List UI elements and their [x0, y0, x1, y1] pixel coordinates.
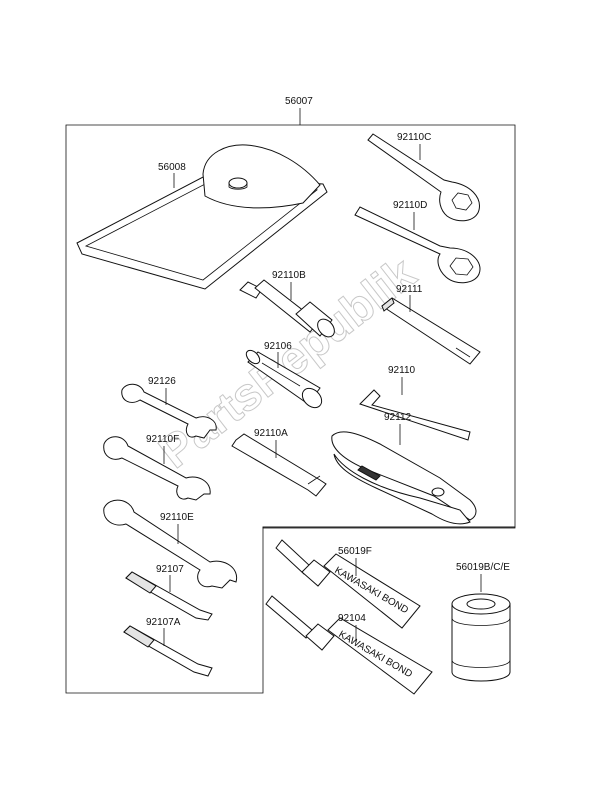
bar-92111 [381, 297, 481, 365]
callout-56019bce: 56019B/C/E [456, 562, 510, 573]
callout-92112: 92112 [384, 412, 412, 423]
callout-92110e: 92110E [160, 512, 194, 523]
pliers-92112 [331, 431, 477, 525]
tool-pouch [76, 144, 328, 290]
can-56019bce [451, 593, 511, 682]
bond-tube-1-label: KAWASAKI BOND [333, 565, 411, 616]
callout-56007: 56007 [285, 96, 313, 107]
socket-92106 [245, 349, 323, 409]
callout-56008: 56008 [158, 162, 186, 173]
screwdriver-92107 [125, 571, 213, 621]
callout-92111: 92111 [396, 284, 423, 295]
bond-divider [262, 526, 516, 529]
callout-92104: 92104 [338, 613, 366, 624]
callout-92107: 92107 [156, 564, 184, 575]
wrench-92110e [103, 499, 238, 589]
callout-56019f: 56019F [338, 546, 372, 557]
hex-key-92110 [359, 389, 471, 441]
ring-wrench-92110d [354, 206, 481, 284]
screwdriver-92107a [123, 625, 213, 677]
callout-92107a: 92107A [146, 617, 181, 628]
ring-wrench-92110c [367, 133, 480, 222]
callout-92110d: 92110D [393, 200, 427, 211]
wrench-92110f [103, 436, 211, 501]
callout-92126: 92126 [148, 376, 176, 387]
wrench-92126 [121, 383, 217, 439]
callout-92110f: 92110F [146, 434, 179, 445]
callout-92110a: 92110A [254, 428, 288, 439]
callout-92106: 92106 [264, 341, 292, 352]
callout-92110c: 92110C [397, 132, 431, 143]
callout-92110: 92110 [388, 365, 416, 376]
socket-92110b [239, 279, 335, 338]
handle-92110a [231, 433, 327, 497]
callout-92110b: 92110B [272, 270, 306, 281]
